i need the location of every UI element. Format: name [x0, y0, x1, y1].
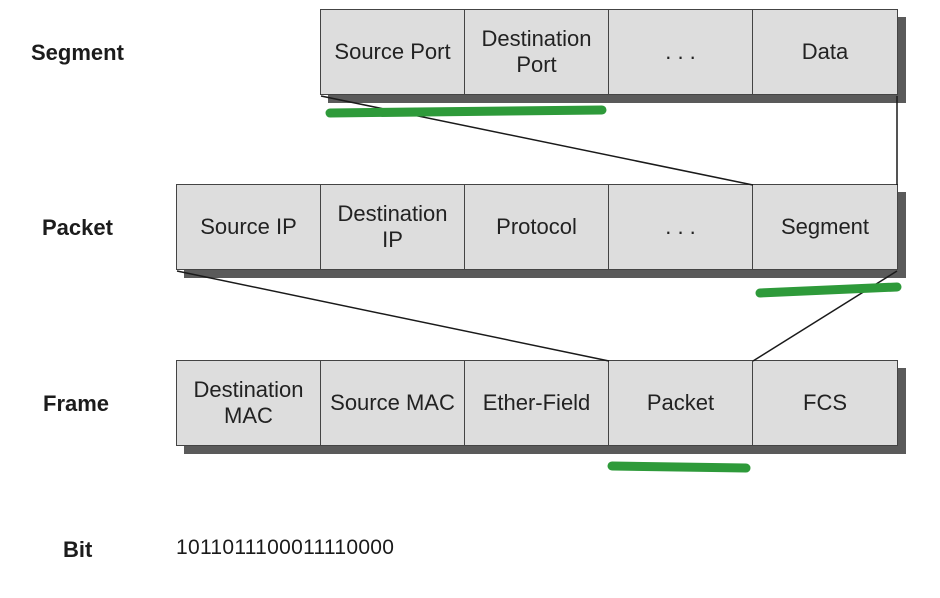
packet-cell-segment: Segment — [753, 185, 897, 269]
segment-cell-data: Data — [753, 10, 897, 94]
frame-row: Destination MAC Source MAC Ether-Field P… — [176, 360, 898, 446]
packet-to-frame-left-line — [176, 270, 610, 362]
packet-row-label: Packet — [42, 215, 113, 240]
segment-row: Source Port Destination Port . . . Data — [320, 9, 898, 95]
segment-cell-source-port: Source Port — [321, 10, 465, 94]
frame-cell-ether-field: Ether-Field — [465, 361, 609, 445]
packet-cell-source-ip: Source IP — [177, 185, 321, 269]
frame-cell-packet: Packet — [609, 361, 753, 445]
segment-row-label: Segment — [31, 40, 124, 65]
packet-to-frame-right-line — [752, 270, 898, 362]
frame-cell-source-mac: Source MAC — [321, 361, 465, 445]
frame-cell-fcs: FCS — [753, 361, 897, 445]
bit-string: 1011011100011110000 — [176, 536, 395, 559]
packet-segment-highlight — [755, 282, 902, 298]
segment-cell-ellipsis: . . . — [609, 10, 753, 94]
packet-row: Source IP Destination IP Protocol . . . … — [176, 184, 898, 270]
frame-row-label: Frame — [43, 391, 110, 416]
segment-to-packet-left-line — [320, 95, 754, 186]
segment-cell-destination-port: Destination Port — [465, 10, 609, 94]
packet-cell-protocol: Protocol — [465, 185, 609, 269]
bit-row-label: Bit — [63, 537, 93, 562]
frame-cell-destination-mac: Destination MAC — [177, 361, 321, 445]
packet-cell-ellipsis: . . . — [609, 185, 753, 269]
frame-packet-highlight — [607, 461, 751, 473]
packet-cell-destination-ip: Destination IP — [321, 185, 465, 269]
segment-header-highlight — [325, 105, 607, 118]
